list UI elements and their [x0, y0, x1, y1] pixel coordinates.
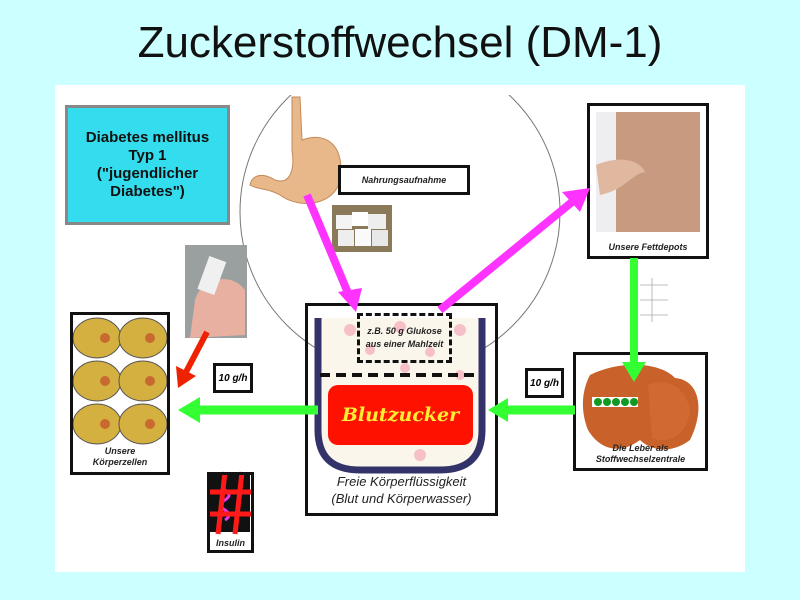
stomach-icon — [249, 96, 342, 204]
liver-label: Die Leber als — [612, 443, 669, 453]
cells-label: Körperzellen — [92, 457, 148, 467]
sugar-cubes-icon — [332, 205, 392, 252]
fluid-caption: (Blut und Körperwasser) — [331, 491, 472, 506]
liver-label: Stoffwechselzentrale — [595, 454, 686, 464]
dm-line: Diabetes mellitus — [85, 129, 210, 146]
glucose-meal-box: z.B. 50 g Glukose aus einer Mahlzeit — [357, 313, 452, 363]
food-intake-label: Nahrungsaufnahme — [338, 165, 470, 195]
glucose-line: z.B. 50 g Glukose — [367, 326, 442, 336]
fat-depots-label: Unsere Fettdepots — [608, 242, 688, 252]
fat-depots-box: Unsere Fettdepots — [587, 103, 709, 259]
dm-line: Diabetes") — [110, 183, 185, 200]
body-cells-icon — [72, 317, 168, 445]
insulin-box: Insulin — [207, 472, 254, 553]
glucose-line: aus einer Mahlzeit — [365, 339, 444, 349]
cells-label: Unsere — [104, 446, 136, 456]
insulin-crossed-icon — [208, 471, 252, 535]
insulin-injection-photo — [185, 245, 247, 338]
rate-left: 10 g/h — [213, 363, 253, 393]
insulin-label: Insulin — [210, 538, 251, 548]
dm-line: ("jugendlicher — [96, 165, 199, 182]
blood-sugar-block: Blutzucker — [328, 385, 473, 445]
fatty-acid-formula-icon — [640, 278, 668, 322]
slide-title: Zuckerstoffwechsel (DM-1) — [137, 18, 663, 67]
fluid-caption: Freie Körperflüssigkeit — [336, 474, 467, 489]
liver-icon — [582, 364, 699, 450]
fat-depot-photo — [596, 112, 700, 232]
rate-right: 10 g/h — [525, 368, 564, 398]
dm-line: Typ 1 — [128, 147, 167, 164]
